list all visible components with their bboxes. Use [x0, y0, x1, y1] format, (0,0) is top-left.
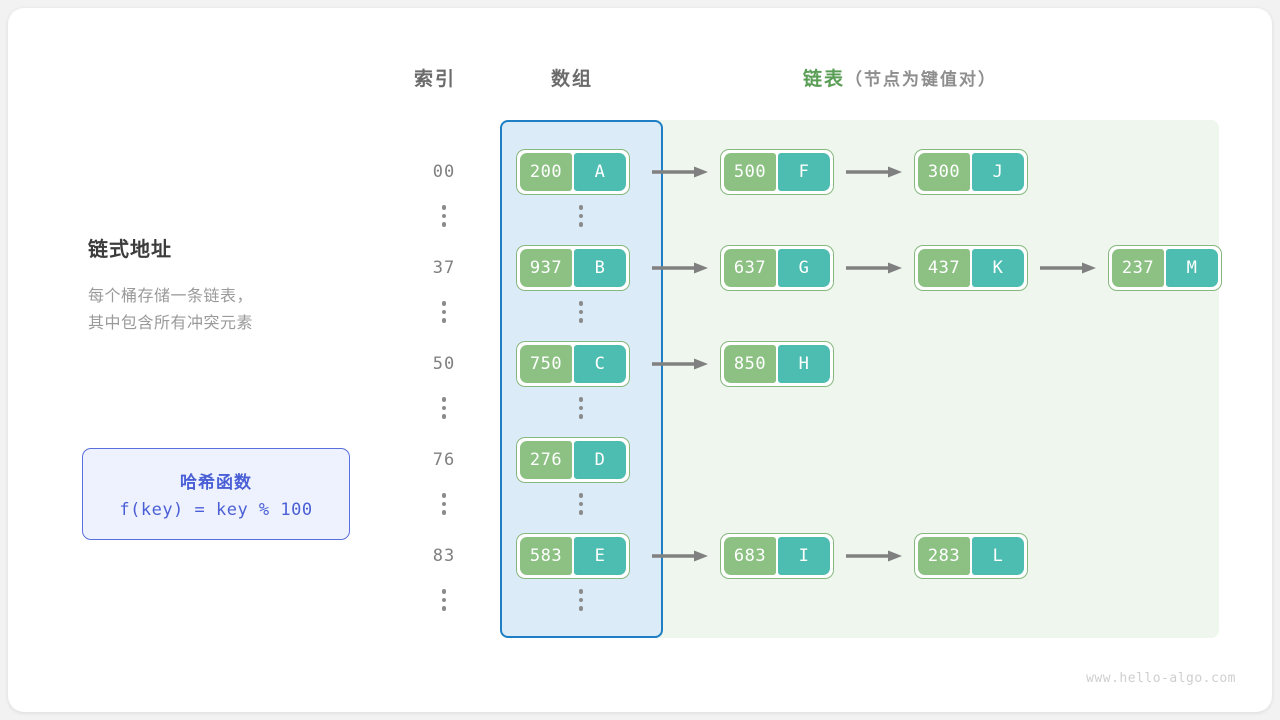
node-key: 500 [724, 153, 776, 191]
node-key: 637 [724, 249, 776, 287]
bucket-index-label: 76 [432, 450, 456, 470]
node-key: 437 [918, 249, 970, 287]
index-ellipsis-icon [414, 493, 474, 515]
hash-function-formula: f(key) = key % 100 [119, 500, 313, 520]
node-key: 850 [724, 345, 776, 383]
array-ellipsis-icon [516, 493, 646, 515]
panel-description-line-2: 其中包含所有冲突元素 [88, 313, 254, 332]
index-ellipsis-icon [414, 397, 474, 419]
node-key: 200 [520, 153, 572, 191]
column-header-array: 数组 [551, 68, 594, 90]
node-value: G [778, 249, 830, 287]
hash-function-title: 哈希函数 [180, 473, 252, 493]
next-pointer-arrow-icon [846, 166, 902, 178]
left-description-panel: 链式地址 每个桶存储一条链表， 其中包含所有冲突元素 [88, 233, 388, 336]
node-value: H [778, 345, 830, 383]
hash-function-box: 哈希函数 f(key) = key % 100 [82, 448, 350, 540]
node-value: D [574, 441, 626, 479]
node-value: B [574, 249, 626, 287]
diagram-card: 索引 数组 链表（节点为键值对） 链式地址 每个桶存储一条链表， 其中包含所有冲… [8, 8, 1272, 712]
column-header-linked-list: 链表（节点为键值对） [803, 64, 997, 91]
bucket-index-label: 37 [432, 258, 456, 278]
index-ellipsis-icon [414, 301, 474, 323]
node-key: 750 [520, 345, 572, 383]
node-value: A [574, 153, 626, 191]
bucket-index-label: 50 [432, 354, 456, 374]
next-pointer-arrow-icon [652, 550, 708, 562]
array-ellipsis-icon [516, 589, 646, 611]
array-ellipsis-icon [516, 301, 646, 323]
bucket-index-label: 83 [432, 546, 456, 566]
panel-description-line-1: 每个桶存储一条链表， [88, 286, 254, 305]
index-ellipsis-icon [414, 589, 474, 611]
array-ellipsis-icon [516, 397, 646, 419]
node-key: 683 [724, 537, 776, 575]
node-key: 937 [520, 249, 572, 287]
watermark: www.hello-algo.com [1086, 671, 1236, 686]
bucket-index-label: 00 [432, 162, 456, 182]
node-key: 276 [520, 441, 572, 479]
node-value: K [972, 249, 1024, 287]
node-value: M [1166, 249, 1218, 287]
panel-title: 链式地址 [88, 237, 172, 261]
node-key: 237 [1112, 249, 1164, 287]
node-value: I [778, 537, 830, 575]
next-pointer-arrow-icon [1040, 262, 1096, 274]
node-value: L [972, 537, 1024, 575]
next-pointer-arrow-icon [652, 358, 708, 370]
array-ellipsis-icon [516, 205, 646, 227]
next-pointer-arrow-icon [846, 262, 902, 274]
next-pointer-arrow-icon [846, 550, 902, 562]
node-value: F [778, 153, 830, 191]
node-value: E [574, 537, 626, 575]
node-value: C [574, 345, 626, 383]
node-key: 300 [918, 153, 970, 191]
index-ellipsis-icon [414, 205, 474, 227]
column-header-index: 索引 [414, 68, 457, 90]
column-header-linked-list-main: 链表 [803, 68, 846, 90]
column-header-linked-list-sub: （节点为键值对） [845, 70, 998, 90]
node-value: J [972, 153, 1024, 191]
node-key: 583 [520, 537, 572, 575]
next-pointer-arrow-icon [652, 262, 708, 274]
node-key: 283 [918, 537, 970, 575]
next-pointer-arrow-icon [652, 166, 708, 178]
